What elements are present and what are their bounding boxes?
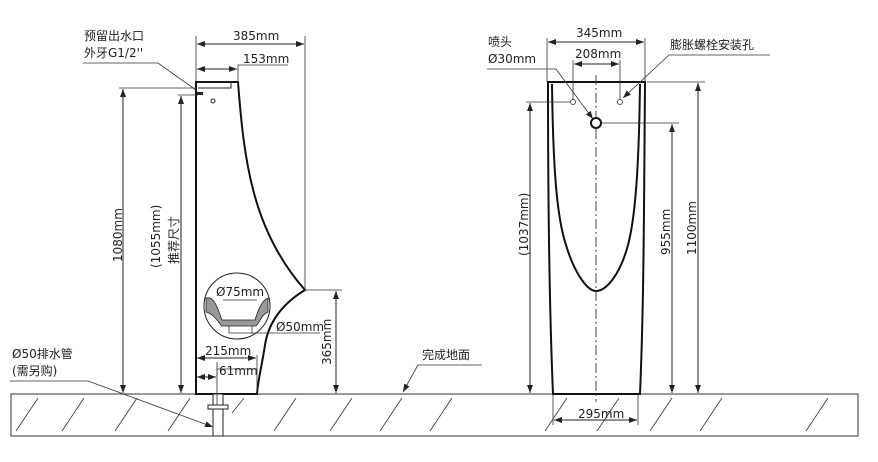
front-view: 345mm 208mm 1100mm 955mm (1037mm) 295mm … (487, 26, 770, 425)
dim-front-width: 345mm (576, 26, 622, 40)
floor-section (10, 393, 859, 437)
drain-pipe-label-line1: Ø50排水管 (12, 346, 73, 361)
outlet-label-line1: 预留出水口 (84, 29, 144, 43)
dim-drain-center: 61mm (219, 364, 258, 378)
dim-drain-offset: 215mm (205, 344, 251, 358)
trap-diameter-top: Ø75mm (216, 285, 264, 299)
dim-height-total: 1080mm (111, 208, 125, 262)
nozzle-label-line2: Ø30mm (488, 52, 536, 66)
trap-detail: Ø75mm Ø50mm (203, 272, 324, 340)
dim-hole-height: (1037mm) (517, 193, 531, 256)
dim-front-height: 1100mm (685, 201, 699, 255)
drain-pipe (207, 393, 229, 437)
dim-hole-spacing: 208mm (575, 47, 621, 61)
trap-diameter-bottom: Ø50mm (276, 320, 324, 334)
dim-lip-height: 365mm (320, 319, 334, 365)
outlet-label-line2: 外牙G1/2'' (84, 46, 143, 60)
side-view: Ø75mm Ø50mm 385mm 153mm 1080mm (1055mm) … (10, 29, 482, 437)
dim-width-total: 385mm (233, 29, 279, 43)
dim-height-recommended: (1055mm) (149, 205, 163, 268)
drain-pipe-label-line2: (需另购) (12, 363, 57, 378)
dim-height-recommended-note: 推荐尺寸 (167, 216, 181, 264)
dim-width-top: 153mm (243, 52, 289, 66)
bolt-hole-left (570, 99, 576, 105)
nozzle-icon (590, 117, 602, 129)
dim-base-width: 295mm (578, 407, 624, 421)
bolt-hole-label: 膨胀螺栓安装孔 (670, 37, 754, 52)
floor-label: 完成地面 (422, 347, 470, 362)
nozzle-label-line1: 喷头 (488, 35, 512, 49)
bolt-hole-right (617, 99, 623, 105)
dim-nozzle-height: 955mm (659, 209, 673, 255)
